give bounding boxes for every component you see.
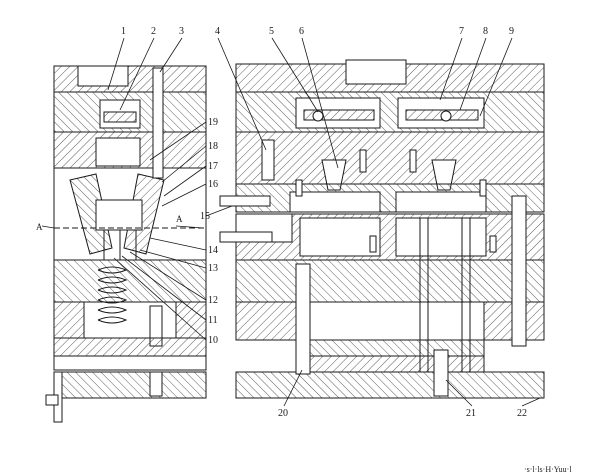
left-support-plate	[53, 259, 207, 303]
callouts-bottom-left: 12 11 10	[208, 295, 218, 346]
callout-19: 19	[208, 117, 218, 128]
callout-5: 5	[269, 26, 274, 37]
right-cavity-plate	[235, 183, 545, 213]
callout-10: 10	[208, 335, 218, 346]
callout-7: 7	[459, 26, 464, 37]
right-section-view	[219, 59, 545, 399]
callout-22: 22	[517, 408, 527, 419]
callout-20: 20	[278, 408, 288, 419]
callout-16: 16	[208, 179, 218, 190]
right-stripper-plate	[235, 91, 545, 133]
callouts-bottom: 20 21 22	[278, 408, 527, 419]
section-label-right: A	[176, 214, 183, 224]
callout-4: 4	[215, 26, 220, 37]
right-spacer-block-left	[235, 301, 297, 341]
callouts-right: 19 18 17 16 15 14 13	[200, 117, 218, 274]
left-ejector-retainer	[53, 337, 207, 357]
callout-9: 9	[509, 26, 514, 37]
callout-8: 8	[483, 26, 488, 37]
leader-lines	[41, 37, 541, 407]
callout-12: 12	[208, 295, 218, 306]
callout-14: 14	[208, 245, 218, 256]
callout-13: 13	[208, 263, 218, 274]
section-label-left: A	[36, 222, 43, 232]
left-section-view	[45, 65, 207, 423]
left-ejector-plate	[53, 355, 207, 371]
callout-6: 6	[299, 26, 304, 37]
callout-1: 1	[121, 26, 126, 37]
right-bottom-clamp-plate	[235, 371, 545, 399]
right-fixed-plate	[235, 131, 545, 185]
callout-21: 21	[466, 408, 476, 419]
callout-11: 11	[208, 315, 218, 326]
callouts-top: 1 2 3 4 5 6 7 8 9	[121, 26, 514, 37]
right-ejector-retainer	[295, 339, 485, 357]
right-support-plate	[235, 259, 545, 303]
left-bottom-clamp-plate	[59, 371, 207, 399]
callout-18: 18	[208, 141, 218, 152]
callout-3: 3	[179, 26, 184, 37]
callout-15: 15	[200, 211, 210, 222]
watermark: ·s·l·ls·H·Yuu·l	[524, 465, 572, 474]
right-ejector-plate	[295, 355, 485, 373]
callout-2: 2	[151, 26, 156, 37]
callout-17: 17	[208, 161, 218, 172]
